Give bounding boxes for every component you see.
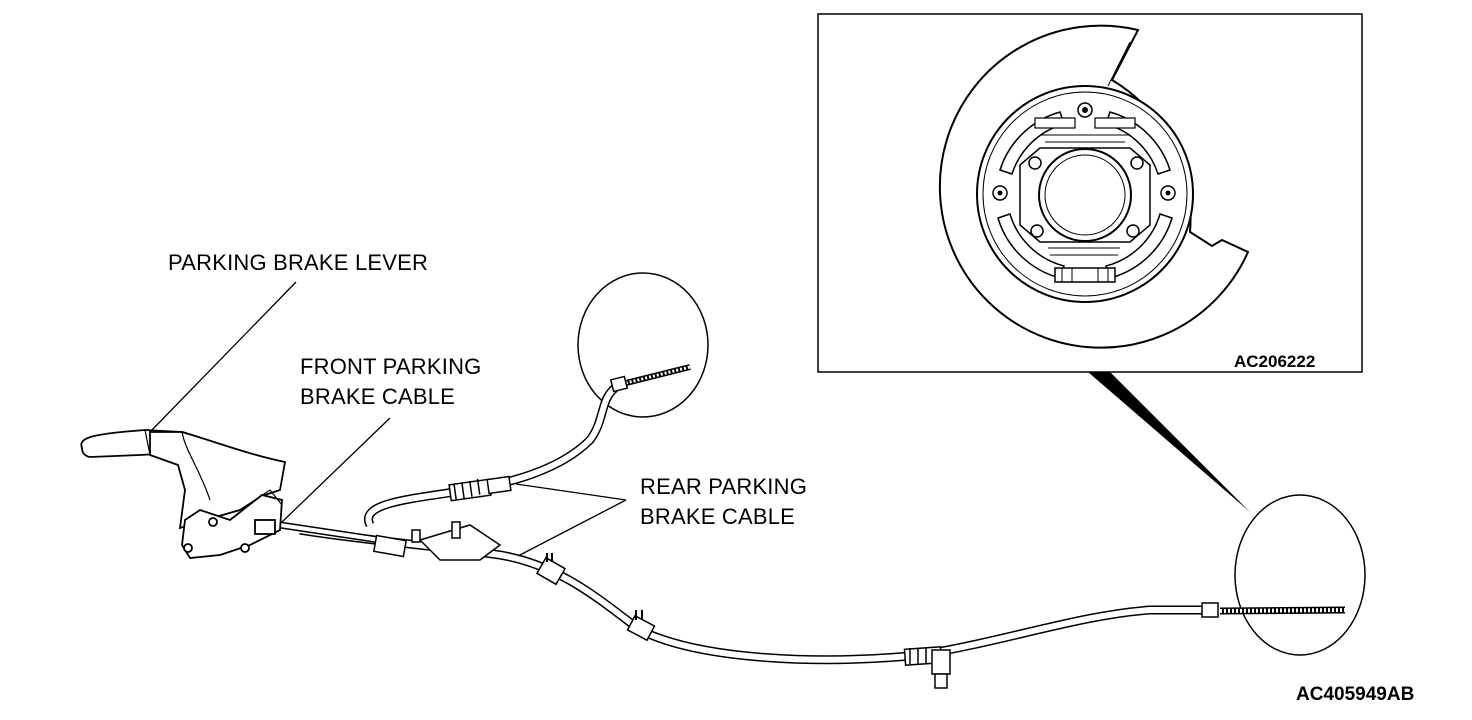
label-front-cable-line2: BRAKE CABLE — [300, 384, 456, 409]
cable-fittings — [372, 475, 1219, 689]
detail-circle-right — [1234, 494, 1366, 656]
leader-rear-cable-upper — [515, 483, 627, 501]
leader-front-cable — [281, 417, 391, 523]
detail-circle-left — [577, 272, 709, 418]
label-rear-cable-line2: BRAKE CABLE — [640, 504, 796, 529]
equalizer-bracket — [418, 524, 502, 561]
inset-callout-pointer — [1088, 372, 1250, 512]
leader-lines — [149, 281, 627, 557]
figure-code: AC405949AB — [1296, 684, 1415, 705]
leader-rear-cable-lower — [517, 499, 627, 557]
inset-detail — [817, 13, 1363, 373]
backing-plate-inner-edge — [1107, 41, 1131, 87]
label-rear-cable-line1: REAR PARKING — [640, 474, 808, 499]
shoe-assembly — [976, 85, 1194, 303]
leader-lever — [149, 281, 297, 433]
lever-body — [149, 431, 287, 530]
inset-code: AC206222 — [1234, 352, 1316, 371]
lever-base — [181, 494, 283, 559]
label-parking-brake-lever: PARKING BRAKE LEVER — [168, 250, 429, 275]
parking-brake-lever — [80, 429, 287, 559]
label-front-cable-line1: FRONT PARKING — [300, 354, 482, 379]
